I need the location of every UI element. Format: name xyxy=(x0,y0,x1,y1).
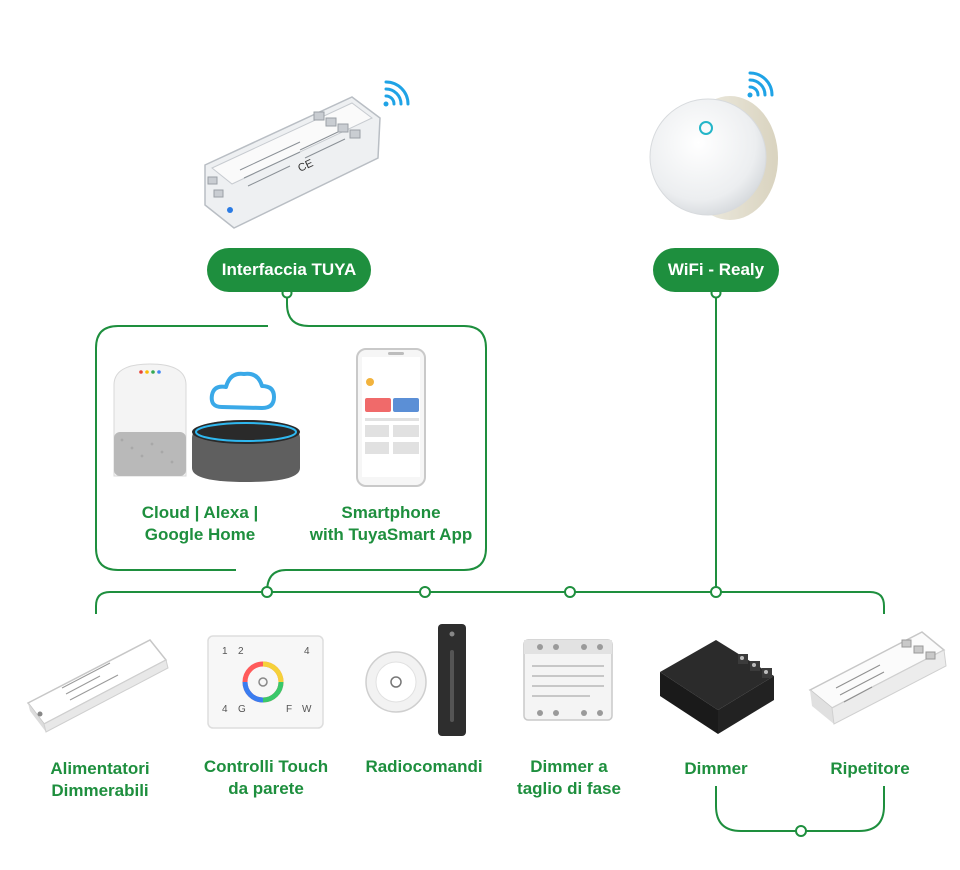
svg-text:CE: CE xyxy=(296,157,315,174)
device-label-repeater: Ripetitore xyxy=(770,758,960,780)
phase-cut-dimmer-icon xyxy=(523,639,613,721)
connector-nodes xyxy=(261,287,807,837)
smartphone-label-line2: with TuyaSmart App xyxy=(309,525,473,544)
device-label-line1: Alimentatori xyxy=(50,759,150,778)
tuya-controller-icon: CE xyxy=(204,96,381,229)
svg-text:G: G xyxy=(238,704,246,715)
wifi-relay-puck-icon xyxy=(649,96,778,220)
remote-controls-icon xyxy=(365,624,466,736)
svg-text:2: 2 xyxy=(238,646,244,657)
svg-text:1: 1 xyxy=(222,646,228,657)
tuya-interface-node: Interfaccia TUYA xyxy=(207,248,371,292)
cloud-label-line1: Cloud | Alexa | xyxy=(141,503,259,522)
svg-text:W: W xyxy=(302,704,312,715)
smartphone-app-icon xyxy=(356,348,426,487)
dimmer-module-icon xyxy=(660,640,774,734)
device-label-line1: Ripetitore xyxy=(830,759,910,778)
device-label-line1: Dimmer a xyxy=(530,757,608,776)
device-label-line2: da parete xyxy=(228,779,304,798)
device-label-line1: Dimmer xyxy=(684,759,748,778)
repeater-module-icon xyxy=(808,631,947,725)
relay-wifi-icon xyxy=(747,71,774,98)
device-label-line1: Controlli Touch xyxy=(203,757,329,776)
device-label-line2: Dimmerabili xyxy=(51,781,149,800)
cloud-label-line2: Google Home xyxy=(144,525,256,544)
svg-text:4: 4 xyxy=(304,646,310,657)
device-label-power-supply: Alimentatori Dimmerabili xyxy=(0,758,200,802)
device-label-phase-dimmer: Dimmer a taglio di fase xyxy=(469,756,669,800)
cloud-alexa-google-label: Cloud | Alexa | Google Home xyxy=(100,502,300,546)
smartphone-label-line1: Smartphone xyxy=(341,503,441,522)
wifi-relay-label: WiFi - Realy xyxy=(667,260,765,279)
device-label-line2: taglio di fase xyxy=(517,779,621,798)
device-label-remotes: Radiocomandi xyxy=(324,756,524,778)
device-label-touch-controls: Controlli Touch da parete xyxy=(166,756,366,800)
smartphone-label: Smartphone with TuyaSmart App xyxy=(291,502,491,546)
device-label-dimmer: Dimmer xyxy=(616,758,816,780)
dimmable-power-supply-icon xyxy=(26,639,169,733)
tuya-wifi-icon xyxy=(383,80,410,107)
svg-text:F: F xyxy=(286,704,292,715)
wifi-relay-node: WiFi - Realy xyxy=(653,248,779,292)
connector-lines xyxy=(95,292,885,832)
smart-speakers-cloud-icon xyxy=(113,363,300,482)
device-label-line1: Radiocomandi xyxy=(365,757,483,776)
svg-text:4: 4 xyxy=(222,704,228,715)
tuya-interface-label: Interfaccia TUYA xyxy=(221,260,357,279)
